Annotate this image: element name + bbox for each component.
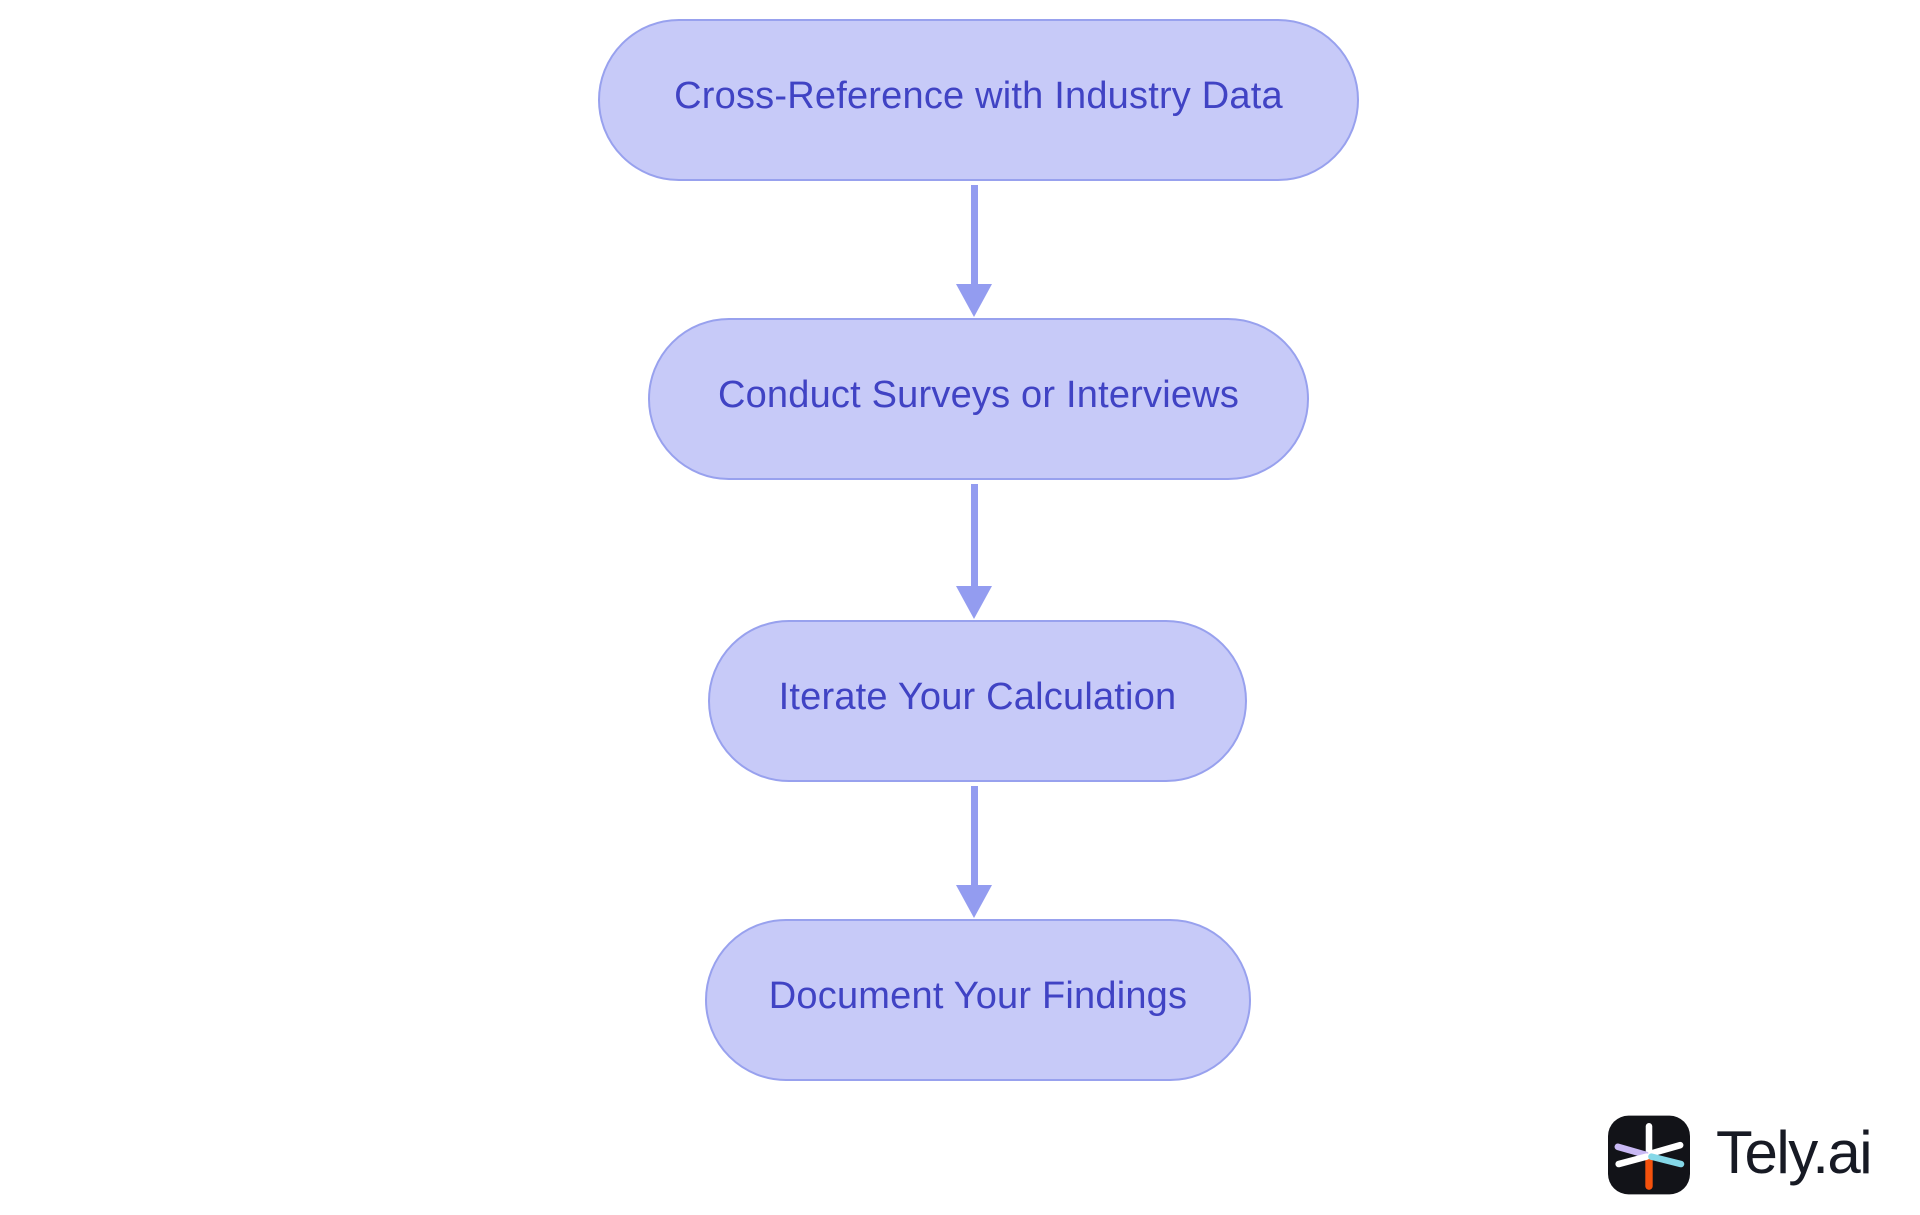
tely-asterisk-icon [1608, 1115, 1690, 1195]
spoke-upper-right [1648, 1141, 1684, 1157]
brand-logo: Tely.ai [1608, 1112, 1873, 1198]
arrow-line [971, 484, 978, 587]
flow-node-label: Iterate Your Calculation [778, 675, 1177, 718]
brand-wordmark: Tely.ai [1716, 1119, 1873, 1186]
flow-node-document-findings: Document Your Findings [705, 919, 1251, 1081]
spoke-lower-left [1615, 1153, 1650, 1168]
flow-node-label: Document Your Findings [768, 974, 1188, 1017]
flow-node-iterate-calculation: Iterate Your Calculation [708, 620, 1247, 782]
flow-node-label: Conduct Surveys or Interviews [717, 373, 1240, 416]
spoke-upper-left [1614, 1143, 1650, 1159]
arrow-down-icon [956, 885, 992, 918]
flow-node-cross-reference: Cross-Reference with Industry Data [598, 19, 1359, 181]
spoke-lower-right [1648, 1153, 1685, 1168]
flow-node-conduct-surveys: Conduct Surveys or Interviews [648, 318, 1309, 480]
arrow-line [971, 185, 978, 285]
flow-node-label: Cross-Reference with Industry Data [674, 74, 1283, 117]
arrow-line [971, 786, 978, 886]
arrow-down-icon [956, 284, 992, 317]
arrow-down-icon [956, 586, 992, 619]
